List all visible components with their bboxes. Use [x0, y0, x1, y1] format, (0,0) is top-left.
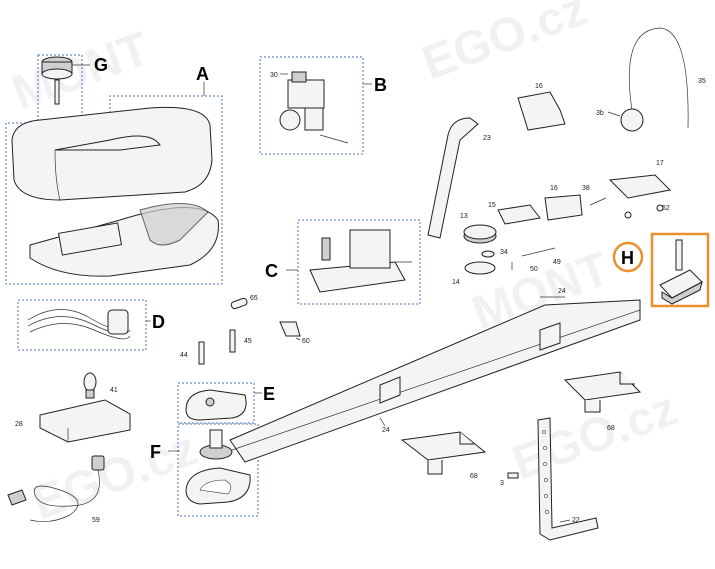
group-e-outline — [177, 382, 255, 424]
part-bracket-68a: 68 — [563, 371, 642, 432]
part-number-60: 60 — [302, 338, 310, 345]
group-f-sprocket: F — [150, 423, 259, 517]
group-h-marker — [612, 241, 644, 273]
group-a-housing: A — [5, 64, 223, 285]
group-label-e: E — [263, 384, 275, 404]
group-g-knob: G — [37, 54, 108, 121]
watermark-text: EGO.cz — [26, 422, 205, 530]
part-number-34: 34 — [500, 249, 508, 256]
group-h-outline — [650, 232, 710, 308]
group-f-outline — [177, 423, 259, 517]
part-number-59: 59 — [92, 517, 100, 524]
part-number-22: 22 — [572, 517, 580, 524]
part-number-49: 49 — [553, 259, 561, 266]
part-number-3: 3 — [500, 480, 504, 487]
group-b-switch: B 30 — [259, 56, 387, 155]
part-screw-3: 3 — [500, 472, 519, 487]
group-d-harness: D — [17, 299, 165, 351]
part-plate-15: 15 — [488, 202, 541, 225]
part-number-45: 45 — [244, 338, 252, 345]
part-number-24a: 24 — [558, 288, 566, 295]
part-receiver-28: 28 — [15, 399, 131, 443]
part-strap-22: 22 — [537, 417, 599, 541]
part-number-65: 65 — [250, 295, 258, 302]
part-cable-35: 35 3b — [596, 27, 706, 132]
part-number-41: 41 — [110, 387, 118, 394]
part-clip-60: 60 — [279, 321, 310, 345]
group-label-b: B — [374, 75, 387, 95]
part-number-14: 14 — [452, 279, 460, 286]
part-number-28: 28 — [15, 421, 23, 428]
part-bracket-68b: 68 — [400, 431, 487, 480]
part-arm-23: 23 — [427, 117, 491, 239]
part-number-23: 23 — [483, 135, 491, 142]
part-bracket-16a: 16 — [517, 83, 566, 131]
part-number-50: 50 — [530, 266, 538, 273]
part-gear-13: 13 34 14 — [452, 213, 508, 286]
part-number-16b: 16 — [550, 185, 558, 192]
rail-assembly: 24 24 — [229, 288, 641, 463]
part-number-24b: 24 — [382, 427, 390, 434]
part-pin-65: 65 — [230, 295, 258, 310]
part-bracket-16b: 16 38 — [544, 185, 607, 221]
part-number-38: 38 — [582, 185, 590, 192]
part-number-16a: 16 — [535, 83, 543, 90]
part-powercord-59: 59 — [7, 455, 105, 524]
group-label-d: D — [152, 312, 165, 332]
group-c-board: C — [265, 219, 421, 305]
part-number-13: 13 — [460, 213, 468, 220]
group-label-f: F — [150, 442, 161, 462]
group-h-bracket: H — [612, 232, 710, 308]
watermark-text: MONT — [6, 22, 157, 120]
part-number-17: 17 — [656, 160, 664, 167]
part-number-68b: 68 — [470, 473, 478, 480]
part-bolt-49: 49 50 — [511, 247, 561, 273]
part-screw-44: 44 45 — [180, 329, 252, 365]
group-label-h: H — [621, 248, 634, 268]
part-number-52: 52 — [662, 205, 670, 212]
group-c-outline — [297, 219, 421, 305]
part-number-3b: 3b — [596, 110, 604, 117]
part-number-35: 35 — [698, 78, 706, 85]
group-label-g: G — [94, 55, 108, 75]
part-lamp-41: 41 — [83, 372, 118, 399]
group-e-carriage: E — [177, 382, 275, 424]
group-label-c: C — [265, 261, 278, 281]
part-number-68a: 68 — [607, 425, 615, 432]
part-number-15: 15 — [488, 202, 496, 209]
group-g-outline — [37, 54, 83, 121]
group-label-a: A — [196, 64, 209, 84]
group-d-outline — [17, 299, 147, 351]
watermark-text: EGO.cz — [416, 0, 595, 90]
part-bracket-17: 17 52 — [608, 160, 672, 219]
part-number-30: 30 — [270, 72, 278, 79]
part-number-44: 44 — [180, 352, 188, 359]
